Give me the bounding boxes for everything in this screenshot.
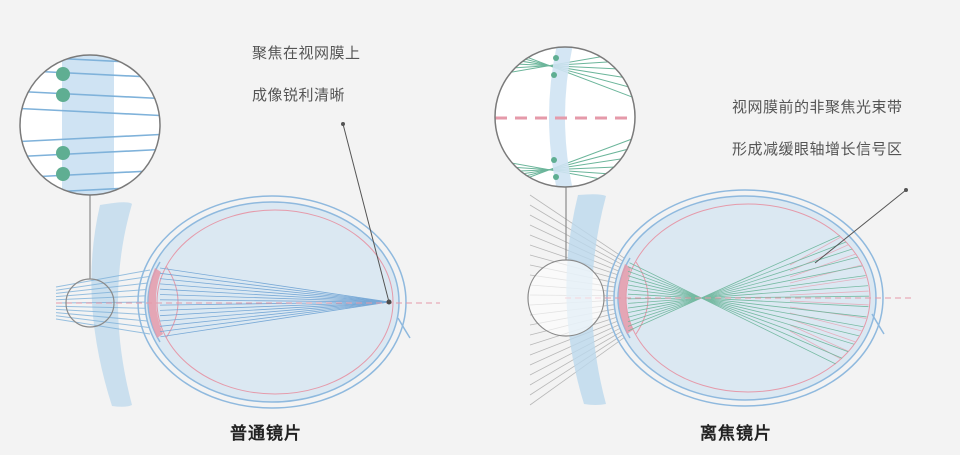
defocus-lens-diagram <box>494 46 915 407</box>
light-ray <box>55 269 151 288</box>
light-ray <box>159 299 390 303</box>
defocus-dot <box>551 72 557 78</box>
annotation-line-right <box>814 189 907 264</box>
light-ray <box>55 282 151 294</box>
light-ray <box>55 312 151 322</box>
focus-note-line1: 聚焦在视网膜上 <box>252 44 361 62</box>
magnifier-ring-left <box>19 54 161 196</box>
defocus-dot <box>553 55 559 61</box>
crystalline-lens-right <box>618 264 633 334</box>
normal-lens-caption: 普通镜片 <box>230 424 302 444</box>
light-ray <box>627 280 869 339</box>
focus-note-line2: 成像锐利清晰 <box>252 86 346 104</box>
light-ray <box>627 261 869 382</box>
eyeball-outer-left <box>137 195 407 409</box>
normal-lens-diagram <box>19 54 440 409</box>
light-ray <box>159 301 390 322</box>
light-ray <box>20 107 160 117</box>
light-ray <box>789 262 869 284</box>
light-ray <box>627 275 869 350</box>
focus-dot <box>56 146 70 160</box>
light-ray <box>627 253 869 318</box>
light-ray <box>627 232 869 327</box>
light-ray <box>159 301 390 317</box>
light-ray <box>55 288 151 298</box>
iris-left <box>165 265 179 339</box>
lens-detail-circle-right <box>527 259 605 337</box>
spectacle-lens-left <box>91 202 132 407</box>
crystalline-lens-left <box>148 268 163 338</box>
light-ray <box>20 133 160 143</box>
light-ray <box>55 305 151 309</box>
light-ray <box>20 148 160 158</box>
light-ray <box>55 318 151 335</box>
light-ray <box>627 289 869 318</box>
defocus-dot <box>551 157 557 163</box>
light-ray <box>159 278 390 303</box>
light-ray <box>627 264 869 313</box>
magnifier-ring-right <box>494 46 636 188</box>
light-ray <box>55 295 151 301</box>
light-ray <box>789 290 869 296</box>
light-ray <box>159 267 390 303</box>
magnifier-content-left <box>20 55 160 195</box>
defocus-note-line2: 形成减缓眼轴增长信号区 <box>732 140 903 158</box>
light-ray <box>159 294 390 303</box>
light-ray <box>55 308 151 316</box>
light-ray <box>627 274 869 309</box>
defocus-dot <box>553 174 559 180</box>
eyeball-left <box>144 201 400 403</box>
light-ray <box>159 301 390 332</box>
light-ray <box>789 276 869 290</box>
defocus-rays-right <box>627 221 869 382</box>
light-ray <box>789 300 869 306</box>
light-ray <box>627 242 869 323</box>
optic-nerve-right <box>871 313 885 335</box>
light-ray <box>627 285 869 304</box>
vitreous-left <box>156 209 394 395</box>
annotation-line-left <box>342 123 390 303</box>
light-ray <box>159 288 390 303</box>
light-ray <box>627 266 869 371</box>
optic-nerve-left <box>397 317 411 339</box>
defocus-lens-caption: 离焦镜片 <box>700 424 772 444</box>
light-ray <box>627 293 869 308</box>
light-ray <box>627 221 869 332</box>
light-ray <box>159 283 390 303</box>
focus-dot <box>56 88 70 102</box>
light-ray <box>159 301 390 338</box>
focus-rays-left <box>159 267 390 338</box>
focus-dot <box>56 167 70 181</box>
light-ray <box>627 270 869 361</box>
defocus-note-line1: 视网膜前的非聚焦光束带 <box>732 98 903 116</box>
focus-dot <box>56 67 70 81</box>
light-ray <box>159 301 390 327</box>
light-ray <box>159 272 390 303</box>
light-ray <box>627 284 869 329</box>
